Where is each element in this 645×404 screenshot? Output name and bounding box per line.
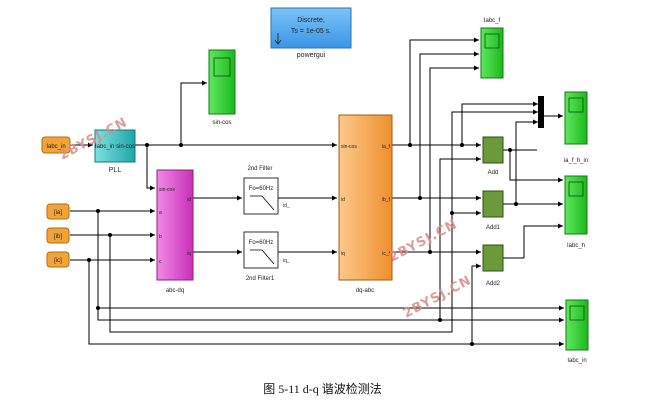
dqabc-port-ia: ia_f bbox=[382, 144, 391, 150]
add-block[interactable]: Add bbox=[482, 136, 504, 176]
abcdq-port-c: c bbox=[159, 259, 162, 265]
dqabc-port-sincos: sin-cos bbox=[341, 144, 357, 150]
scope-ia-f-h-in[interactable]: ia_f_h_in bbox=[564, 91, 588, 164]
iq-signal-label: iq_ bbox=[283, 258, 290, 264]
figure-caption: 图 5-11 d-q 谐波检测法 bbox=[263, 382, 382, 396]
wires bbox=[70, 37, 564, 347]
add2-block[interactable]: Add2 bbox=[482, 244, 504, 287]
id-signal-label: id_ bbox=[283, 203, 290, 209]
pll-port-labels: Iabc_in sin-cos bbox=[95, 144, 135, 150]
scope-iabc-f-label: Iabc_f bbox=[484, 18, 501, 24]
pll-label: PLL bbox=[109, 167, 122, 174]
second-filter1-block[interactable]: Fo=60Hz iq_ 2nd Filter1 bbox=[243, 231, 290, 282]
scope-iabc-in[interactable]: Iabc_in bbox=[565, 299, 589, 364]
junction-dots bbox=[87, 143, 518, 346]
scope-sin-cos[interactable]: sin-cos bbox=[208, 49, 236, 126]
ic-from-tag[interactable]: [ic] bbox=[46, 251, 70, 268]
powergui-block[interactable]: Discrete, Ts = 1e-05 s. powergui bbox=[270, 7, 352, 59]
filter-title: 2nd Filter bbox=[247, 166, 272, 172]
add2-label: Add2 bbox=[486, 281, 501, 287]
filter1-title: 2nd Filter1 bbox=[246, 276, 275, 282]
download-arrow-icon bbox=[274, 33, 282, 45]
ic-tag-label: [ic] bbox=[54, 258, 62, 264]
ia-tag-label: [ia] bbox=[54, 210, 62, 216]
dq-abc-block[interactable]: sin-cos id iq ia_f ib_f ic_f dq-abc bbox=[338, 114, 393, 294]
abcdq-port-sincos: sin-cos bbox=[159, 187, 175, 193]
iabc-in-port[interactable]: Iabc_in bbox=[41, 136, 71, 154]
abcdq-port-iq: iq bbox=[187, 251, 191, 257]
scope-iabc-h-label: Iabc_h bbox=[567, 243, 585, 249]
abcdq-port-id: id bbox=[187, 197, 191, 203]
abcdq-port-a: a bbox=[159, 210, 162, 216]
lowpass-curve-icon bbox=[250, 249, 275, 265]
add1-block[interactable]: Add1 bbox=[482, 190, 504, 231]
abcdq-label: abc-dq bbox=[166, 288, 184, 294]
scope-iabc-f[interactable]: Iabc_f bbox=[480, 18, 504, 79]
pll-block[interactable]: Iabc_in sin-cos PLL bbox=[94, 129, 136, 174]
dqabc-port-id: id bbox=[341, 197, 345, 203]
dqabc-port-ic: ic_f bbox=[382, 251, 390, 257]
powergui-line2: Ts = 1e-05 s. bbox=[291, 28, 331, 35]
watermark: 2BYSJ.CN bbox=[401, 273, 474, 322]
watermark: 2BYSJ.CN bbox=[387, 217, 460, 266]
add1-label: Add1 bbox=[486, 225, 501, 231]
filter1-text: Fo=60Hz bbox=[249, 240, 274, 246]
ib-from-tag[interactable]: [ib] bbox=[46, 227, 70, 244]
dqabc-port-iq: iq bbox=[341, 251, 345, 257]
scope-sin-cos-label: sin-cos bbox=[212, 120, 231, 126]
dqabc-port-ib: ib_f bbox=[382, 197, 391, 203]
abcdq-port-b: b bbox=[159, 234, 162, 240]
iabc-in-port-label: Iabc_in bbox=[46, 144, 65, 150]
mux-block[interactable] bbox=[538, 96, 544, 128]
add-label: Add bbox=[488, 170, 499, 176]
abc-dq-block[interactable]: sin-cos a b c id iq abc-dq bbox=[156, 169, 194, 294]
scope-iabc-h[interactable]: Iabc_h bbox=[564, 175, 588, 249]
dqabc-label: dq-abc bbox=[356, 288, 374, 294]
scope-iabc-in-label: Iabc_in bbox=[567, 358, 586, 364]
powergui-label: powergui bbox=[297, 52, 326, 59]
lowpass-curve-icon bbox=[250, 195, 275, 211]
filter-text: Fo=60Hz bbox=[249, 186, 274, 192]
ia-from-tag[interactable]: [ia] bbox=[46, 203, 70, 220]
powergui-line1: Discrete, bbox=[297, 17, 325, 24]
ib-tag-label: [ib] bbox=[54, 234, 62, 240]
scope-ia-f-h-in-label: ia_f_h_in bbox=[564, 158, 588, 164]
second-filter-block[interactable]: 2nd Filter Fo=60Hz id_ bbox=[243, 166, 290, 215]
